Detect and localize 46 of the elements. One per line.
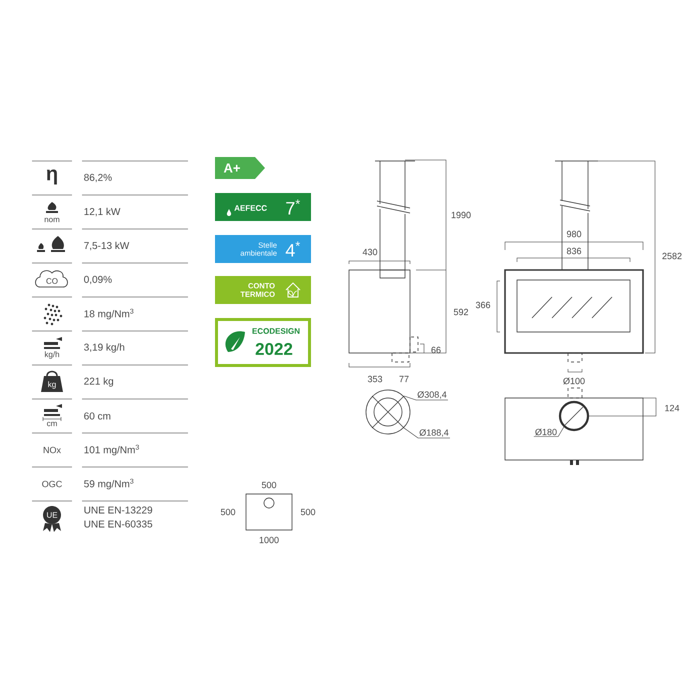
spec-value: 3,19 kg/h	[84, 343, 124, 353]
dimension-label: 500	[220, 508, 236, 516]
dimension-label: 836	[566, 248, 582, 254]
unit-label: nom	[44, 218, 60, 222]
dimension-label: Ø100	[563, 378, 585, 384]
dimension-label: 1000	[260, 536, 279, 544]
dimension-label: 77	[399, 376, 409, 382]
dimension-label: 500	[262, 482, 276, 488]
spec-value: 60 cm	[84, 412, 110, 420]
dimension-label: Ø180	[535, 428, 557, 436]
ecodesign-badge: ECODESIGN 2022	[215, 318, 311, 367]
spec-value: 12,1 kW	[84, 208, 120, 216]
spec-value: UNE EN-13229	[84, 506, 152, 514]
spec-value: 221 kg	[84, 377, 114, 387]
rating-badge: A+	[215, 157, 265, 179]
unit-label: cm	[47, 422, 57, 426]
dimension-label: 353	[368, 376, 382, 382]
dimension-label: 366	[476, 302, 490, 308]
dimension-label: Ø308,4	[418, 391, 446, 399]
spec-value: 0,09%	[84, 276, 112, 284]
spec-value: 101 mg/Nm$^{3}$	[84, 444, 139, 456]
dimension-label: 66	[431, 346, 441, 354]
pollutant-label: NOx	[44, 446, 61, 454]
spec-value: 59 mg/Nm$^{3}$	[84, 478, 134, 490]
dimension-label: Ø188,4	[420, 429, 448, 437]
leader-line	[534, 424, 566, 437]
dimension-label: 500	[300, 508, 316, 516]
dimension-label: 1990	[452, 212, 471, 218]
unit-label: kg	[48, 381, 56, 389]
spec-value: 7,5-13 kW	[84, 242, 130, 250]
dimension-label: 430	[362, 248, 378, 256]
unit-label: kg/h	[44, 351, 60, 359]
unit-label: CO	[46, 278, 58, 284]
efficiency-symbol: η	[46, 170, 57, 184]
pollutant-label: OGC	[42, 480, 62, 488]
dimension-label: 980	[566, 230, 582, 238]
leader-line	[404, 396, 448, 400]
spec-value: UNE EN-60335	[84, 520, 152, 528]
rating-badge: AEFECC 7$^{*}$	[215, 193, 311, 221]
spec-value: 18 mg/Nm$^{3}$	[84, 308, 134, 320]
dimension-label: 2582	[662, 252, 682, 260]
spec-value: 86,2%	[84, 174, 112, 182]
dimension-label: 592	[454, 308, 468, 316]
leader-line	[404, 428, 450, 438]
seal-label: UE	[47, 512, 58, 518]
dimension-label: 124	[665, 404, 680, 412]
